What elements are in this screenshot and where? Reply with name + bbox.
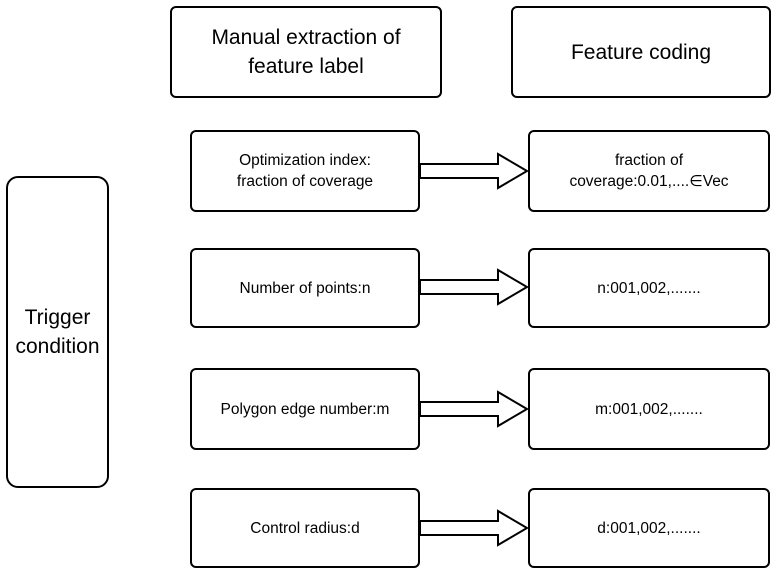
arrow-points bbox=[419, 268, 529, 306]
arrow-coverage bbox=[419, 152, 529, 190]
feature-text-polygon: Polygon edge number:m bbox=[220, 400, 390, 418]
feature-box-coverage: Optimization index: fraction of coverage bbox=[190, 130, 420, 212]
feature-text-radius: Control radius:d bbox=[250, 519, 360, 537]
feature-text-coverage: Optimization index: fraction of coverage bbox=[236, 152, 374, 190]
coding-box-radius: d:001,002,....... bbox=[528, 488, 770, 568]
trigger-condition-box: Trigger condition bbox=[6, 176, 109, 488]
coding-text-points: n:001,002,....... bbox=[597, 279, 701, 297]
arrow-polygon bbox=[419, 390, 529, 428]
trigger-condition-text: Trigger condition bbox=[15, 306, 100, 358]
feature-coding-header-text: Feature coding bbox=[570, 40, 712, 64]
coding-text-polygon: m:001,002,....... bbox=[595, 400, 703, 418]
coding-text-coverage: fraction of coverage:0.01,....∈Vec bbox=[569, 152, 729, 190]
manual-extraction-header-text: Manual extraction of feature label bbox=[211, 26, 401, 78]
manual-extraction-header: Manual extraction of feature label bbox=[170, 6, 442, 98]
feature-box-points: Number of points:n bbox=[190, 248, 420, 328]
feature-box-radius: Control radius:d bbox=[190, 488, 420, 568]
coding-box-points: n:001,002,....... bbox=[528, 248, 770, 328]
coding-box-polygon: m:001,002,....... bbox=[528, 368, 770, 450]
arrow-radius bbox=[419, 509, 529, 547]
feature-coding-header: Feature coding bbox=[511, 6, 771, 98]
coding-box-coverage: fraction of coverage:0.01,....∈Vec bbox=[528, 130, 770, 212]
feature-box-polygon: Polygon edge number:m bbox=[190, 368, 420, 450]
feature-text-points: Number of points:n bbox=[239, 279, 371, 297]
coding-text-radius: d:001,002,....... bbox=[597, 519, 701, 537]
